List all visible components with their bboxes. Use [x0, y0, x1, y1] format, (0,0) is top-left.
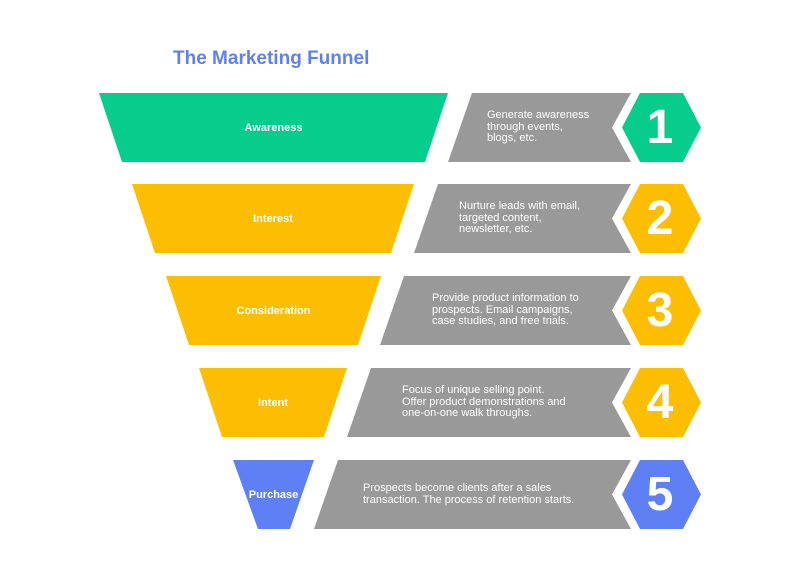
description-banner — [347, 368, 631, 437]
stage-description: Provide product information to prospects… — [432, 292, 579, 328]
stage-description: Focus of unique selling point. Offer pro… — [402, 384, 566, 420]
step-number: 2 — [646, 191, 674, 245]
step-number-hexagon — [622, 276, 701, 345]
stage-description: Prospects become clients after a sales t… — [363, 482, 575, 506]
description-banner — [448, 93, 631, 162]
stage-description: Nurture leads with email, targeted conte… — [459, 200, 581, 236]
step-number-hexagon — [622, 368, 701, 437]
step-number: 3 — [646, 283, 674, 337]
stage-label: Purchase — [248, 488, 299, 501]
description-banner — [414, 184, 631, 253]
step-number: 1 — [646, 100, 674, 154]
step-number: 4 — [646, 375, 674, 429]
description-banner — [314, 460, 631, 529]
funnel-segment-interest — [132, 184, 414, 253]
stage-label: Interest — [253, 212, 293, 225]
stage-label: Awareness — [244, 121, 303, 134]
description-banner — [380, 276, 631, 345]
stage-label: Consideration — [236, 304, 311, 317]
funnel-segment-purchase — [233, 460, 314, 529]
page-title: The Marketing Funnel — [173, 48, 370, 69]
funnel-segment-awareness — [99, 93, 448, 162]
step-number-hexagon — [622, 93, 701, 162]
funnel-segment-intent — [199, 368, 347, 437]
step-number-hexagon — [622, 184, 701, 253]
funnel-segment-consideration — [166, 276, 381, 345]
step-number: 5 — [646, 467, 674, 521]
stage-description: Generate awareness through events, blogs… — [487, 109, 590, 145]
stage-label: Intent — [258, 396, 288, 409]
step-number-hexagon — [622, 460, 701, 529]
